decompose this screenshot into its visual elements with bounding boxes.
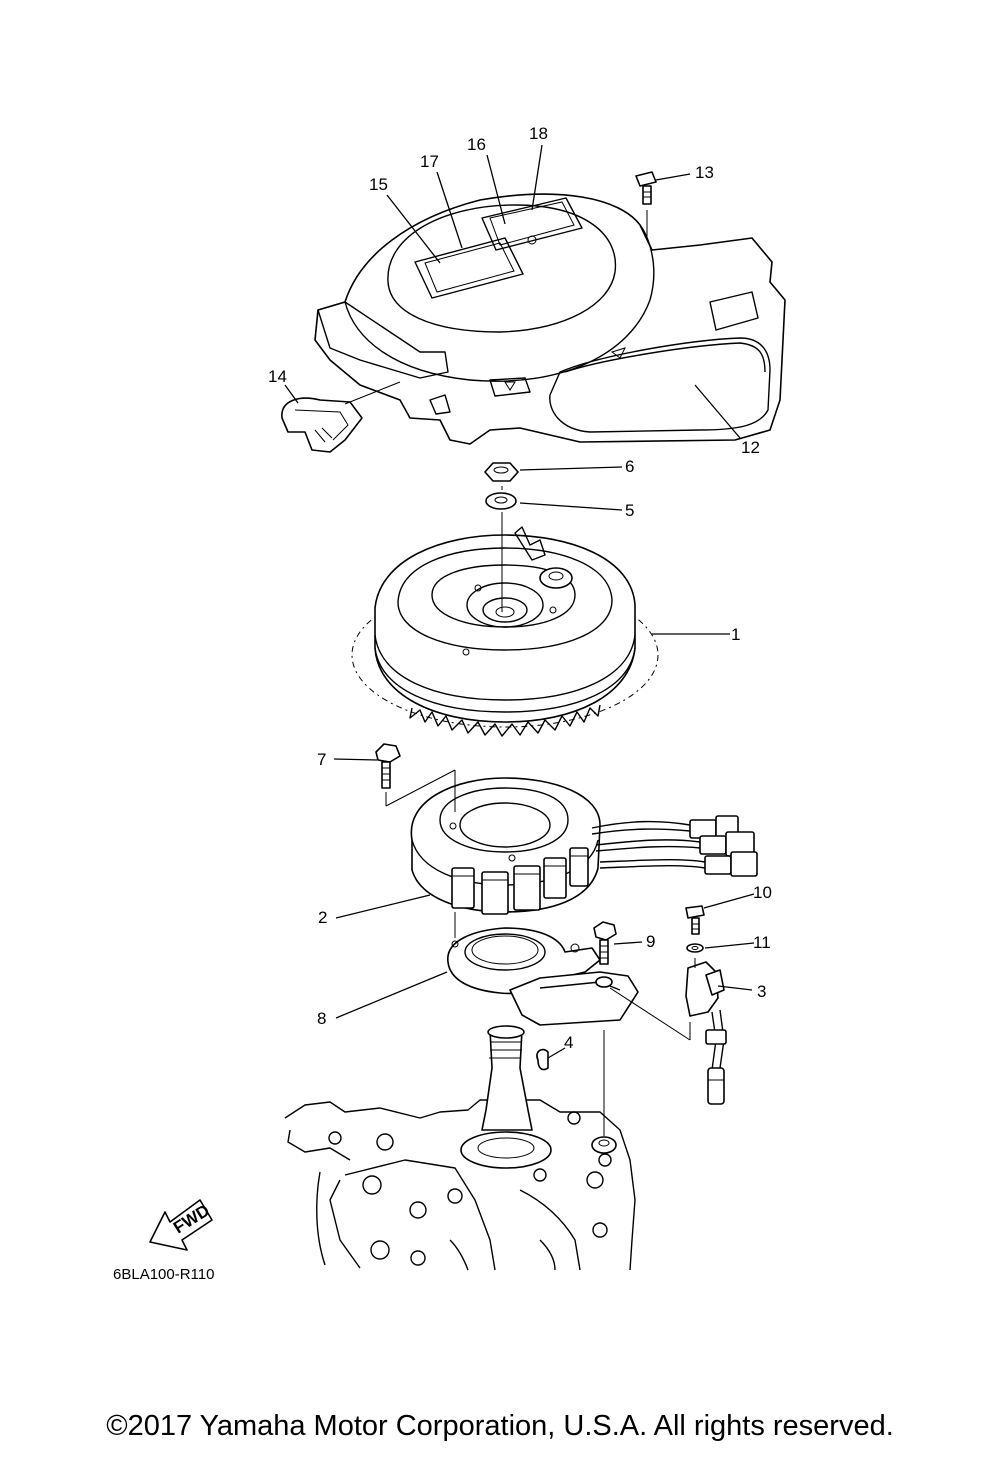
callout-10: 10 <box>753 883 772 902</box>
wire-clamp-part[interactable] <box>281 381 401 453</box>
callout-14: 14 <box>268 367 287 386</box>
flywheel-cover-part[interactable] <box>314 193 786 445</box>
forward-direction-arrow-icon: FWD <box>149 1199 213 1251</box>
sensor-washer-part[interactable] <box>686 943 704 953</box>
diagram-reference-code: 6BLA100-R110 <box>113 1266 215 1283</box>
callout-13: 13 <box>695 163 714 182</box>
callout-2: 2 <box>318 908 327 927</box>
stator-coil-part[interactable] <box>385 769 758 915</box>
stator-base-part[interactable] <box>447 912 639 1026</box>
flywheel-part[interactable] <box>351 526 659 737</box>
callout-18: 18 <box>529 124 548 143</box>
flywheel-nut-part[interactable] <box>484 462 519 482</box>
callout-3: 3 <box>757 982 766 1001</box>
callout-11: 11 <box>753 933 771 952</box>
base-bolt-part[interactable] <box>593 921 617 965</box>
copyright-notice: ©2017 Yamaha Motor Corporation, U.S.A. A… <box>106 1410 894 1442</box>
callout-17: 17 <box>420 152 439 171</box>
callout-8: 8 <box>317 1009 326 1028</box>
flywheel-washer-part[interactable] <box>485 492 517 510</box>
stator-bolt-part[interactable] <box>375 743 401 806</box>
callout-6: 6 <box>625 457 634 476</box>
callout-7: 7 <box>317 750 326 769</box>
callout-4: 4 <box>564 1033 573 1052</box>
callout-15: 15 <box>369 175 388 194</box>
callout-16: 16 <box>467 135 486 154</box>
woodruff-key-part[interactable] <box>536 1048 549 1071</box>
callout-1: 1 <box>731 625 740 644</box>
callout-9: 9 <box>646 932 655 951</box>
callout-12: 12 <box>741 438 760 457</box>
callout-leader-lines <box>284 144 755 1059</box>
pulser-sensor-part[interactable] <box>609 958 727 1105</box>
engine-block-reference <box>284 1025 636 1271</box>
sensor-screw-part[interactable] <box>685 905 705 935</box>
callout-5: 5 <box>625 501 634 520</box>
cover-bolt-part[interactable] <box>635 171 657 240</box>
